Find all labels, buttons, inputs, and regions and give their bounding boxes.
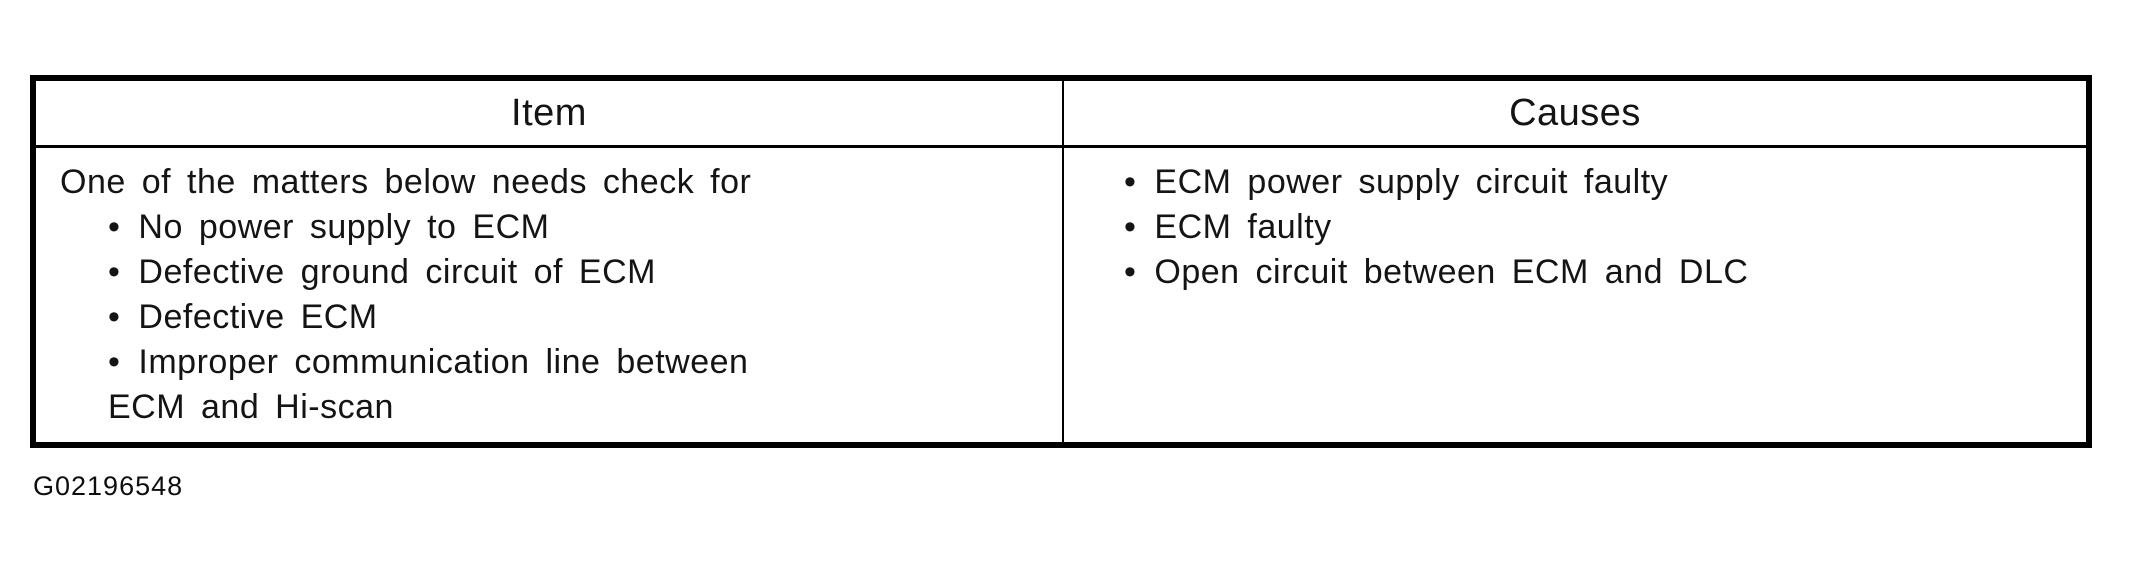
causes-bullet-1: ECM power supply circuit faulty — [1064, 160, 2086, 205]
causes-cell: ECM power supply circuit faulty ECM faul… — [1064, 148, 2086, 442]
column-header-causes: Causes — [1509, 91, 1641, 134]
causes-bullet-list: ECM power supply circuit faulty ECM faul… — [1064, 160, 2086, 295]
diagnostic-table: Item Causes One of the matters below nee… — [30, 75, 2092, 448]
item-bullet-list: No power supply to ECM Defective ground … — [36, 205, 1062, 430]
item-intro-text: One of the matters below needs check for — [60, 163, 752, 201]
column-header-item: Item — [36, 81, 1064, 145]
table-body-row: One of the matters below needs check for… — [36, 148, 2086, 442]
table-header-row: Item Causes — [36, 81, 2086, 148]
item-bullet-1: No power supply to ECM — [36, 205, 1062, 250]
causes-bullet-3: Open circuit between ECM and DLC — [1064, 250, 2086, 295]
figure-id: G02196548 — [33, 471, 184, 501]
causes-bullet-2: ECM faulty — [1064, 205, 2086, 250]
item-bullet-2: Defective ground circuit of ECM — [36, 250, 1062, 295]
item-bullet-3: Defective ECM — [36, 295, 1062, 340]
item-bullet-4: Improper communication line between ECM … — [36, 340, 1062, 430]
item-cell: One of the matters below needs check for… — [36, 148, 1064, 442]
